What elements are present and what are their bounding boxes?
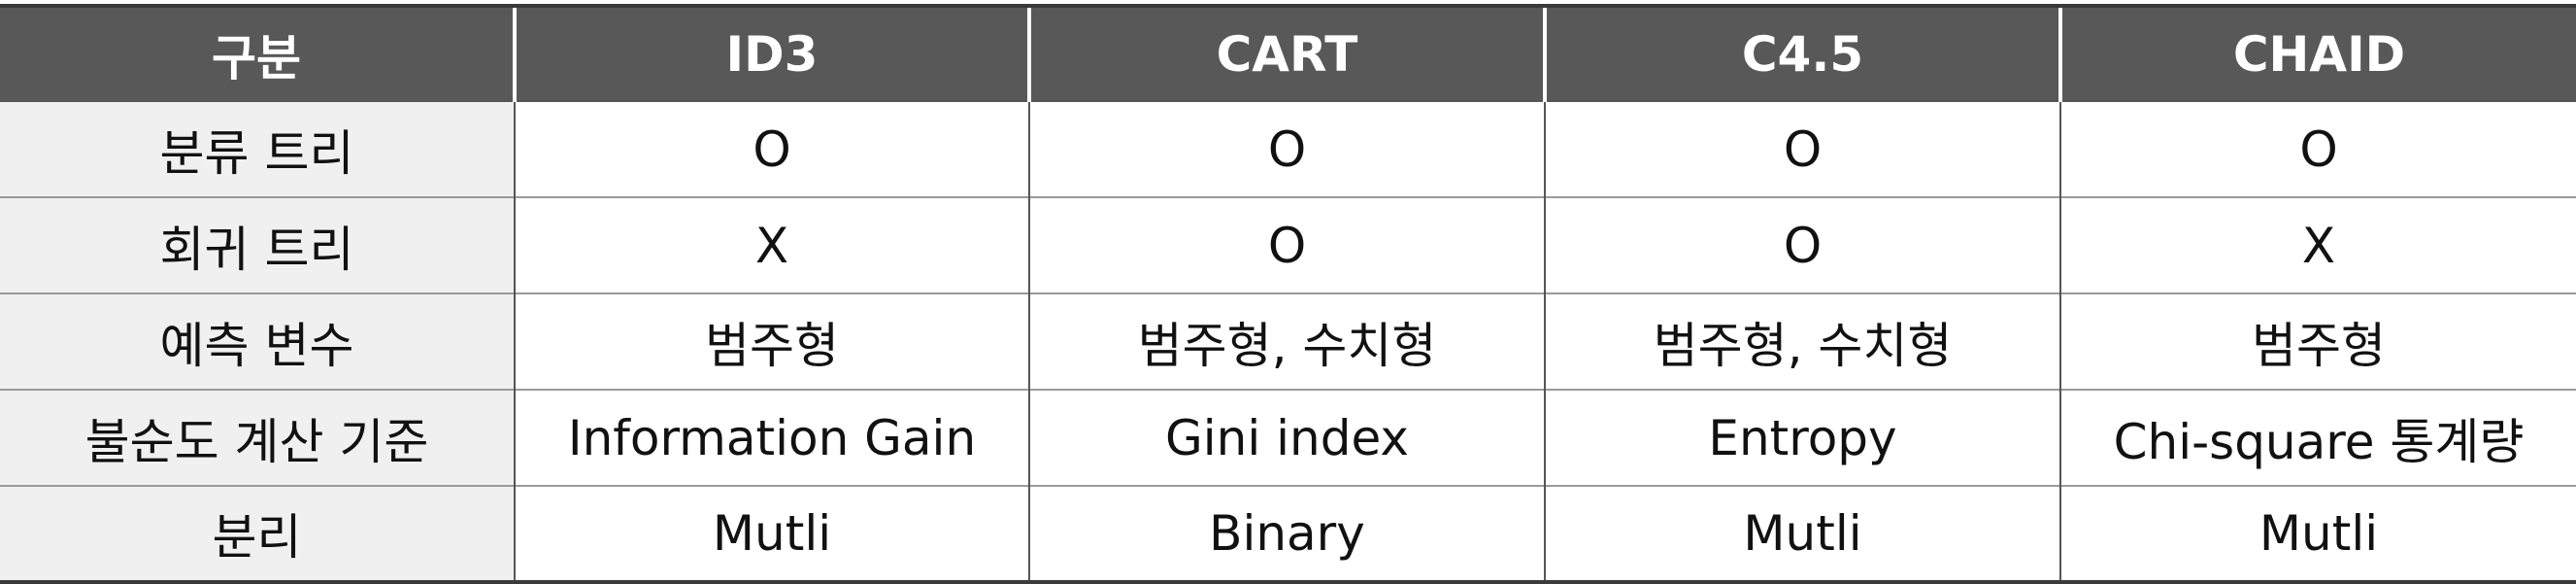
cell-id3: O (514, 100, 1029, 197)
cell-id3: 범주형 (514, 292, 1029, 390)
decision-tree-algorithm-comparison-table: 구분 ID3 CART C4.5 CHAID 분류 트리 O O O O 회귀 … (0, 4, 2576, 584)
cell-cart: Gini index (1028, 389, 1545, 486)
row-label-split: 분리 (0, 485, 515, 584)
cell-cart: Binary (1028, 485, 1545, 584)
header-chaid: CHAID (2058, 4, 2576, 101)
cell-chaid: X (2059, 196, 2576, 293)
cell-c45: Mutli (1544, 485, 2060, 584)
cell-chaid: Mutli (2059, 485, 2576, 584)
cell-id3: X (514, 196, 1029, 293)
table-row: 불순도 계산 기준 Information Gain Gini index En… (0, 389, 2576, 486)
cell-chaid: 범주형 (2059, 292, 2576, 390)
cell-cart: 범주형, 수치형 (1028, 292, 1545, 390)
header-cart: CART (1027, 4, 1545, 101)
table-row: 예측 변수 범주형 범주형, 수치형 범주형, 수치형 범주형 (0, 292, 2576, 390)
row-label-classification-tree: 분류 트리 (0, 100, 515, 197)
row-label-impurity-criterion: 불순도 계산 기준 (0, 389, 515, 486)
row-label-predictor-variable: 예측 변수 (0, 292, 515, 390)
header-id3: ID3 (513, 4, 1029, 101)
table-row: 분리 Mutli Binary Mutli Mutli (0, 485, 2576, 584)
cell-c45: O (1544, 100, 2060, 197)
cell-id3: Information Gain (514, 389, 1029, 486)
cell-c45: Entropy (1544, 389, 2060, 486)
header-c45: C4.5 (1543, 4, 2060, 101)
header-category: 구분 (0, 4, 515, 101)
row-label-regression-tree: 회귀 트리 (0, 196, 515, 293)
cell-cart: O (1028, 100, 1545, 197)
table-row: 회귀 트리 X O O X (0, 196, 2576, 293)
table-header-row: 구분 ID3 CART C4.5 CHAID (0, 4, 2576, 101)
table-row: 분류 트리 O O O O (0, 100, 2576, 197)
cell-chaid: O (2059, 100, 2576, 197)
cell-c45: O (1544, 196, 2060, 293)
cell-id3: Mutli (514, 485, 1029, 584)
cell-cart: O (1028, 196, 1545, 293)
cell-c45: 범주형, 수치형 (1544, 292, 2060, 390)
cell-chaid: Chi-square 통계량 (2059, 389, 2576, 486)
